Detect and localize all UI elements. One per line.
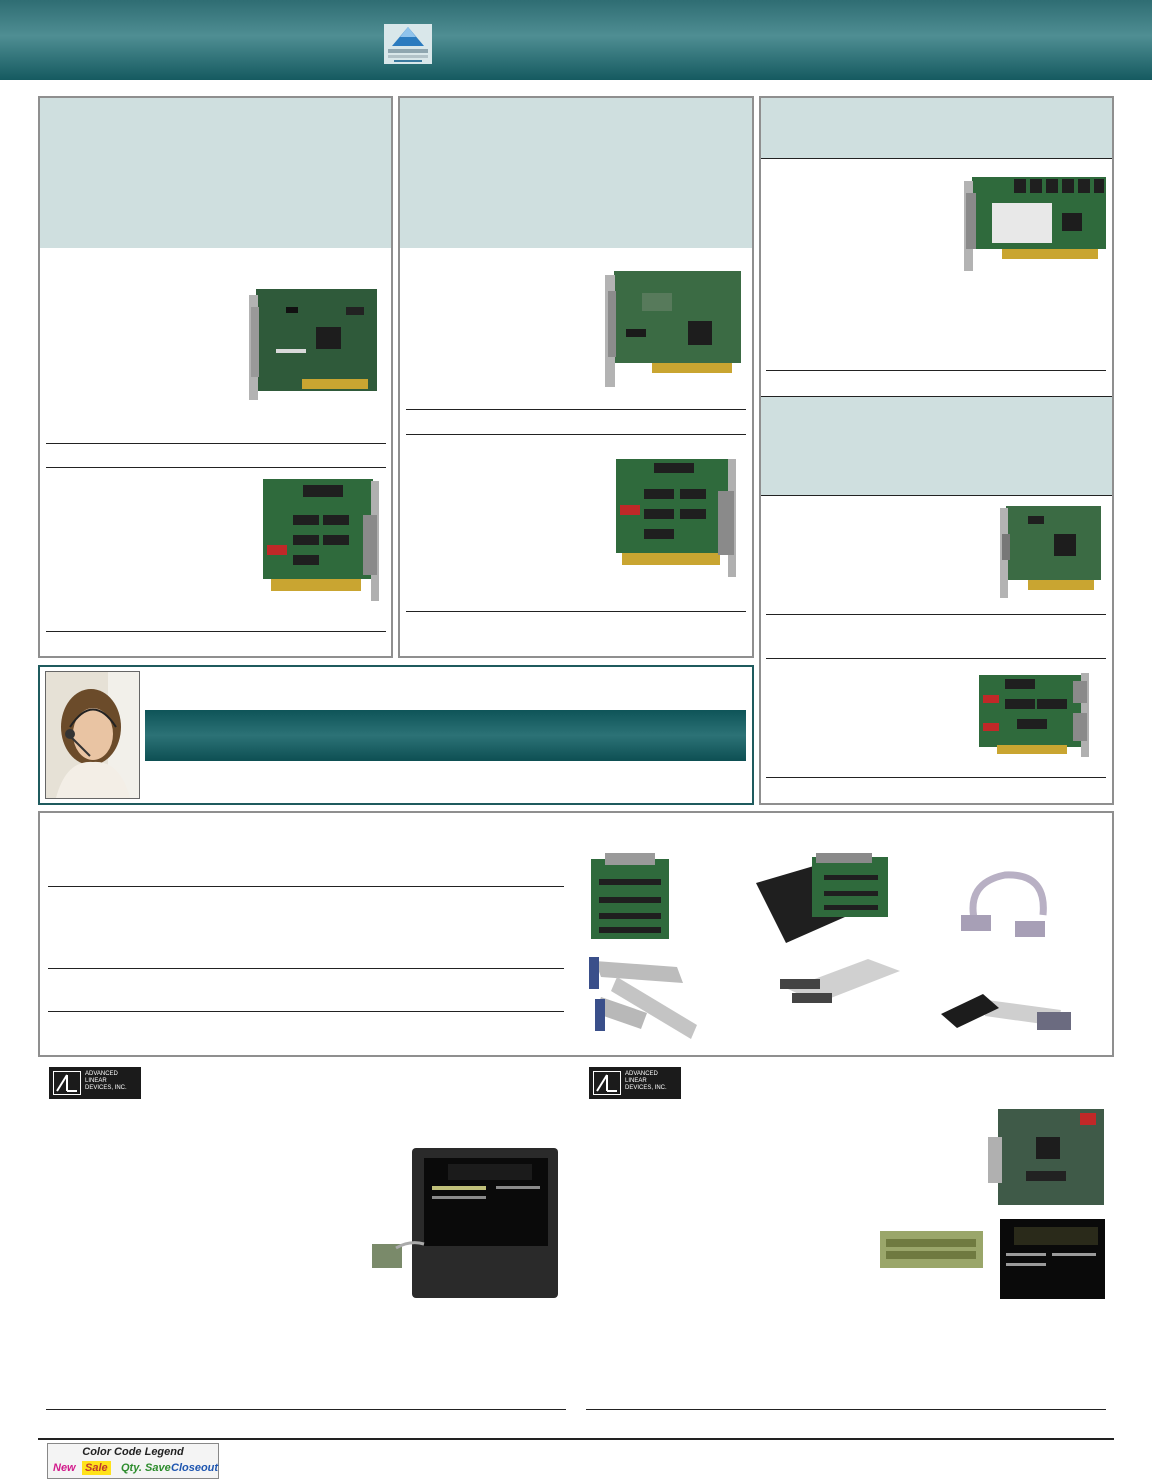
- terminal-board-image: [591, 853, 669, 939]
- divider: [586, 1409, 1106, 1410]
- divider: [46, 631, 386, 632]
- legend-sale: Sale: [82, 1461, 111, 1475]
- divider: [48, 886, 564, 887]
- enclosure-board-image: [756, 853, 888, 943]
- isa-card-image: [616, 459, 736, 577]
- ribbon-cable-image: [780, 959, 900, 1003]
- divider: [46, 443, 386, 444]
- divider: [406, 409, 746, 410]
- readout-screen-image: [1000, 1219, 1105, 1299]
- legend-qty-save: Qty. Save: [121, 1462, 171, 1474]
- divider: [761, 495, 1112, 496]
- color-code-legend: Color Code Legend New Sale Qty. Save Clo…: [47, 1443, 219, 1479]
- laptop-image: [372, 1148, 558, 1298]
- isa-card-image: [979, 673, 1089, 757]
- ribbon-cable-image: [589, 957, 697, 1039]
- legend-new: New: [53, 1462, 76, 1474]
- box-1-header: [40, 98, 391, 248]
- box-2-header: [400, 98, 752, 248]
- support-banner: [145, 710, 746, 761]
- accessories-box: [38, 811, 1114, 1057]
- mountain-logo-icon: [384, 24, 432, 64]
- legend-closeout: Closeout: [171, 1462, 219, 1474]
- divider: [46, 467, 386, 468]
- pci-card-image: [249, 289, 377, 400]
- encoder-board-image: [988, 1109, 1104, 1205]
- divider: [761, 396, 1112, 397]
- box-3b-header: [761, 397, 1112, 495]
- divider: [406, 434, 746, 435]
- divider: [46, 1409, 566, 1410]
- pci-card-image: [1000, 506, 1101, 598]
- cable-hood-image: [941, 994, 1071, 1030]
- divider: [38, 1438, 1114, 1440]
- db-cable-image: [961, 871, 1047, 937]
- isa-card-image: [263, 479, 379, 601]
- support-agent-photo: [45, 671, 140, 799]
- divider: [48, 1011, 564, 1012]
- lcd-display-image: [880, 1231, 983, 1268]
- divider: [766, 370, 1106, 371]
- divider: [766, 614, 1106, 615]
- divider: [766, 658, 1106, 659]
- pci-card-image: [605, 271, 741, 387]
- divider: [761, 158, 1112, 159]
- header-banner: [0, 0, 1152, 80]
- divider: [48, 968, 564, 969]
- legend-title: Color Code Legend: [82, 1446, 184, 1458]
- pci-relay-card-image: [964, 177, 1106, 271]
- divider: [406, 611, 746, 612]
- box-3a-header: [761, 98, 1112, 158]
- divider: [766, 777, 1106, 778]
